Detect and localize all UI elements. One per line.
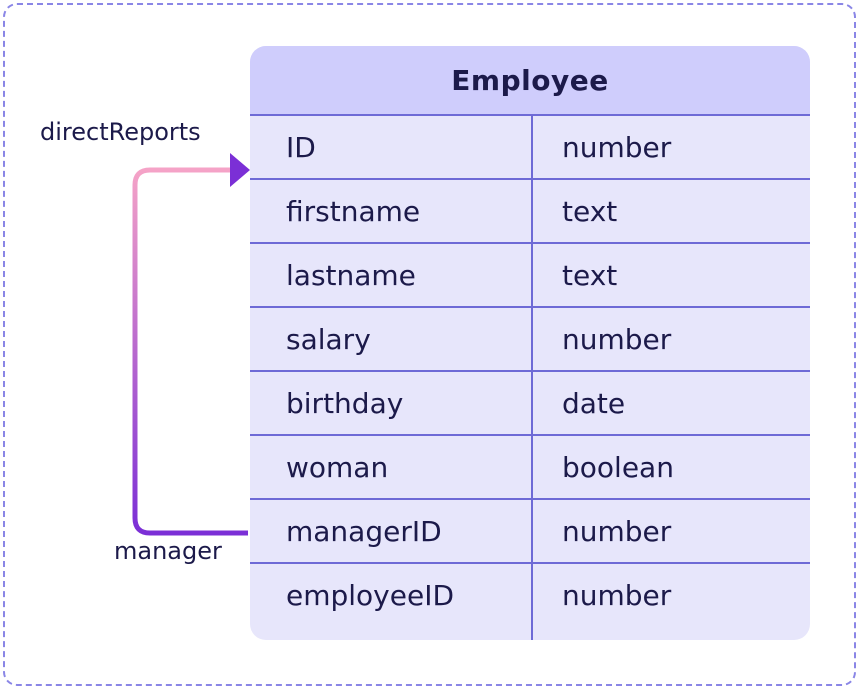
field-type: number [562, 578, 672, 612]
table-row: lastname text [250, 244, 810, 308]
table-row: woman boolean [250, 436, 810, 500]
table-row: salary number [250, 308, 810, 372]
field-name: managerID [286, 514, 442, 548]
field-type: number [562, 130, 672, 164]
direct-reports-label: directReports [40, 118, 201, 146]
table-row: managerID number [250, 500, 810, 564]
field-name: lastname [286, 258, 416, 292]
field-type: number [562, 514, 672, 548]
table-row: birthday date [250, 372, 810, 436]
table-rows: ID number firstname text lastname text s… [250, 116, 810, 628]
field-name: firstname [286, 194, 421, 228]
field-name: salary [286, 322, 371, 356]
table-row: ID number [250, 116, 810, 180]
field-name: birthday [286, 386, 404, 420]
manager-label: manager [114, 537, 222, 565]
field-type: date [562, 386, 626, 420]
field-name: woman [286, 450, 389, 484]
column-divider [531, 116, 533, 640]
table-title: Employee [250, 46, 810, 116]
field-name: employeeID [286, 578, 455, 612]
field-type: number [562, 322, 672, 356]
field-name: ID [286, 130, 316, 164]
employee-table: Employee ID number firstname text lastna… [250, 46, 810, 640]
field-type: text [562, 258, 618, 292]
table-row: firstname text [250, 180, 810, 244]
table-row: employeeID number [250, 564, 810, 628]
arrow-head-icon [230, 153, 250, 187]
field-type: text [562, 194, 618, 228]
relation-line [132, 167, 248, 536]
field-type: boolean [562, 450, 674, 484]
diagram-frame [3, 3, 856, 686]
